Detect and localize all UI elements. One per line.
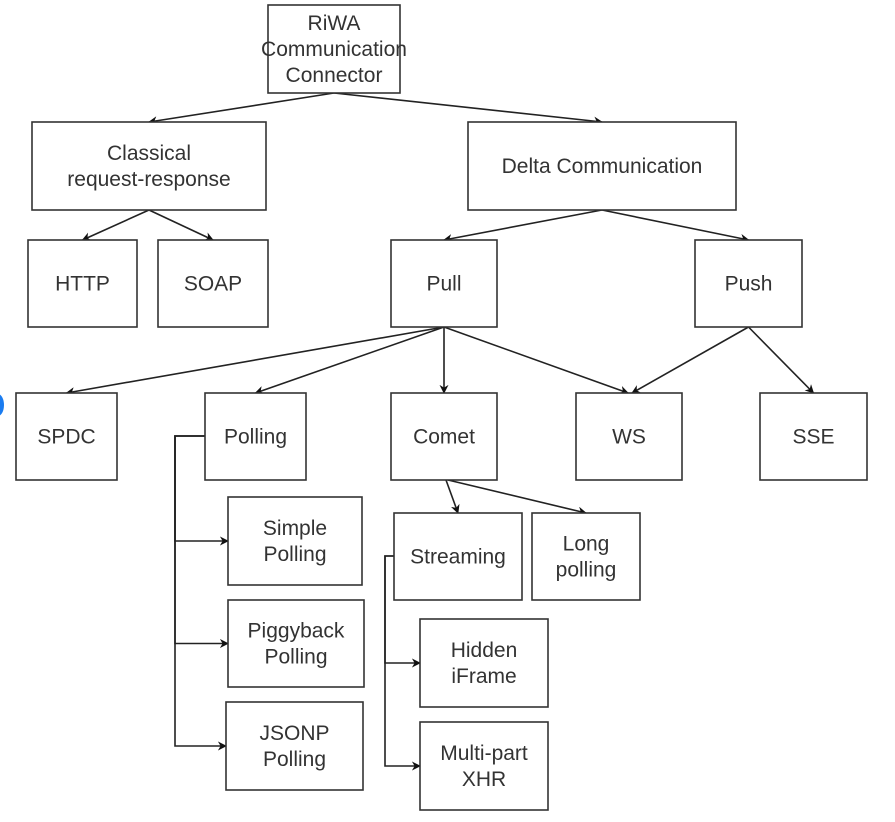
edge-classical-to-soap (148, 209, 214, 241)
node-label: Simple (263, 517, 327, 540)
node-label: Long (563, 533, 610, 556)
edge-pull-to-polling (254, 326, 445, 395)
node-jsonp-polling[interactable]: JSONP Polling (225, 701, 364, 791)
edge-root-to-classical (148, 92, 335, 126)
node-box (227, 599, 365, 688)
node-streaming[interactable]: Streaming (393, 512, 523, 601)
node-box (225, 701, 364, 791)
node-pull[interactable]: Pull (390, 239, 498, 328)
node-label: Classical (107, 142, 191, 165)
node-delta[interactable]: Delta Communication (467, 121, 737, 211)
node-spdc[interactable]: SPDC (15, 392, 118, 481)
node-label: iFrame (451, 665, 516, 688)
node-label: HTTP (55, 273, 110, 296)
node-label: XHR (462, 768, 506, 791)
node-label: Polling (264, 646, 327, 669)
node-label: Comet (413, 426, 475, 449)
node-label: Polling (224, 426, 287, 449)
node-box (390, 392, 498, 481)
node-box (759, 392, 868, 481)
node-box (419, 618, 549, 708)
node-sse[interactable]: SSE (759, 392, 868, 481)
node-label: Communication (261, 38, 407, 61)
node-long-polling[interactable]: Long polling (531, 512, 641, 601)
edge-push-to-sse (747, 326, 815, 394)
node-comet[interactable]: Comet (390, 392, 498, 481)
node-label: WS (612, 426, 646, 449)
edge-classical-to-http (81, 209, 150, 241)
node-label: polling (556, 559, 617, 582)
node-label: Hidden (451, 639, 518, 662)
edge-comet-to-streaming (445, 479, 460, 514)
node-label: request-response (67, 168, 230, 191)
node-box (390, 239, 498, 328)
edges-layer (65, 92, 815, 771)
edge-polling-to-jsonp-polling (174, 435, 227, 751)
node-box (31, 121, 267, 211)
node-label: JSONP (259, 722, 329, 745)
node-ws[interactable]: WS (575, 392, 683, 481)
node-label: SOAP (184, 273, 242, 296)
node-label: Push (725, 273, 773, 296)
node-box (204, 392, 307, 481)
node-label: Multi-part (440, 742, 528, 765)
edge-delta-to-push (601, 209, 750, 243)
node-box (467, 121, 737, 211)
node-label: Connector (286, 64, 383, 87)
edge-delta-to-pull (443, 209, 603, 243)
node-box (15, 392, 118, 481)
node-label: RiWA (308, 12, 361, 35)
edge-comet-to-long-polling (447, 479, 587, 516)
node-box (227, 496, 363, 586)
node-box (393, 512, 523, 601)
edge-streaming-to-multipart-xhr (384, 555, 421, 771)
node-box (575, 392, 683, 481)
node-push[interactable]: Push (694, 239, 803, 328)
node-box (419, 721, 549, 811)
edge-push-to-ws (631, 326, 749, 394)
node-box (27, 239, 138, 328)
node-http[interactable]: HTTP (27, 239, 138, 328)
node-classical[interactable]: Classical request-response (31, 121, 267, 211)
cropped-blue-mark (0, 394, 4, 416)
node-label: Polling (263, 543, 326, 566)
edge-pull-to-ws (443, 326, 629, 395)
node-polling[interactable]: Polling (204, 392, 307, 481)
node-label: Piggyback (248, 620, 345, 643)
node-hidden-iframe[interactable]: Hidden iFrame (419, 618, 549, 708)
node-soap[interactable]: SOAP (157, 239, 269, 328)
node-label: SSE (792, 426, 834, 449)
node-label: Streaming (410, 546, 506, 569)
node-label: Pull (426, 273, 461, 296)
edge-root-to-delta (333, 92, 603, 126)
node-label: Delta Communication (502, 155, 703, 178)
node-label: SPDC (37, 426, 95, 449)
node-box (531, 512, 641, 601)
node-box (694, 239, 803, 328)
node-box (267, 4, 401, 94)
edge-pull-to-spdc (65, 326, 445, 397)
node-label: Polling (263, 748, 326, 771)
node-box (157, 239, 269, 328)
